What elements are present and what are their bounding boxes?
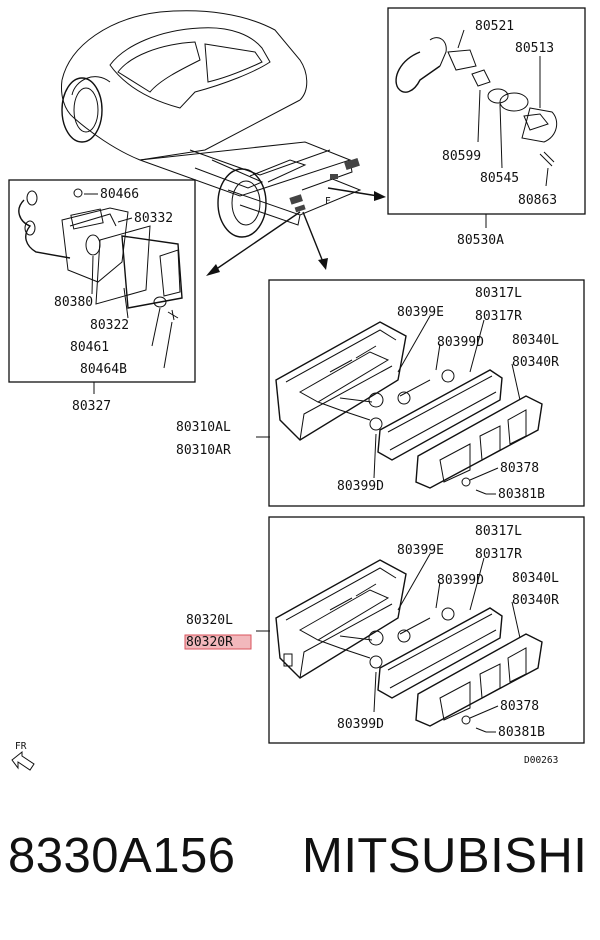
- label-80310AL: 80310AL: [176, 420, 231, 435]
- label-80466: 80466: [100, 187, 139, 202]
- label-upper-80399D: 80399D: [437, 335, 484, 350]
- label-80461: 80461: [70, 340, 109, 355]
- front-marker-label: FR: [15, 741, 27, 752]
- label-upper-80340R: 80340R: [512, 355, 559, 370]
- front-direction-marker: FR: [11, 741, 35, 771]
- label-80464B: 80464B: [80, 362, 127, 377]
- label-lower-80317R: 80317R: [475, 547, 522, 562]
- label-lower-80378: 80378: [500, 699, 539, 714]
- pointer-arrows: [206, 187, 386, 276]
- rear-lamp-lower-group: 80317L 80317R 80399E 80399D 80340L 80340…: [184, 516, 585, 744]
- label-80327: 80327: [72, 399, 111, 414]
- label-upper-80381B: 80381B: [498, 487, 545, 502]
- label-80310AR: 80310AR: [176, 443, 231, 458]
- label-upper-80340L: 80340L: [512, 333, 559, 348]
- label-80521: 80521: [475, 19, 514, 34]
- footer: 8330A156 MITSUBISHI: [0, 828, 600, 908]
- plate-lamp-group: 80521 80513 80599 80545 80863 80530A: [387, 7, 586, 248]
- label-upper-80399E: 80399E: [397, 305, 444, 320]
- label-lower-80381B: 80381B: [498, 725, 545, 740]
- label-80863: 80863: [518, 193, 557, 208]
- vehicle-outline: F: [61, 10, 362, 238]
- label-upper-80399D-b: 80399D: [337, 479, 384, 494]
- brand-name: MITSUBISHI: [302, 829, 588, 883]
- front-arrow-icon: [11, 750, 35, 771]
- label-upper-80317R: 80317R: [475, 309, 522, 324]
- svg-text:F: F: [325, 196, 331, 207]
- rear-lamp-upper-group: 80317L 80317R 80399E 80399D 80340L 80340…: [176, 279, 585, 507]
- label-80322: 80322: [90, 318, 129, 333]
- label-80320L: 80320L: [186, 613, 233, 628]
- label-80513: 80513: [515, 41, 554, 56]
- label-lower-80340R: 80340R: [512, 593, 559, 608]
- side-lamp-group: 80466 80332 80380 80322 80461 80464B 803…: [8, 179, 196, 414]
- label-lower-80340L: 80340L: [512, 571, 559, 586]
- label-80320R: 80320R: [186, 635, 233, 650]
- label-upper-80378: 80378: [500, 461, 539, 476]
- part-number: 8330A156: [8, 829, 236, 883]
- label-lower-80399D-b: 80399D: [337, 717, 384, 732]
- label-lower-80399D: 80399D: [437, 573, 484, 588]
- label-80380: 80380: [54, 295, 93, 310]
- diagram-code: D00263: [524, 755, 558, 766]
- label-upper-80317L: 80317L: [475, 286, 522, 301]
- label-80332: 80332: [134, 211, 173, 226]
- label-80545: 80545: [480, 171, 519, 186]
- highlight-80320R: [184, 634, 252, 650]
- label-lower-80399E: 80399E: [397, 543, 444, 558]
- label-lower-80317L: 80317L: [475, 524, 522, 539]
- label-80530A: 80530A: [457, 233, 504, 248]
- label-80599: 80599: [442, 149, 481, 164]
